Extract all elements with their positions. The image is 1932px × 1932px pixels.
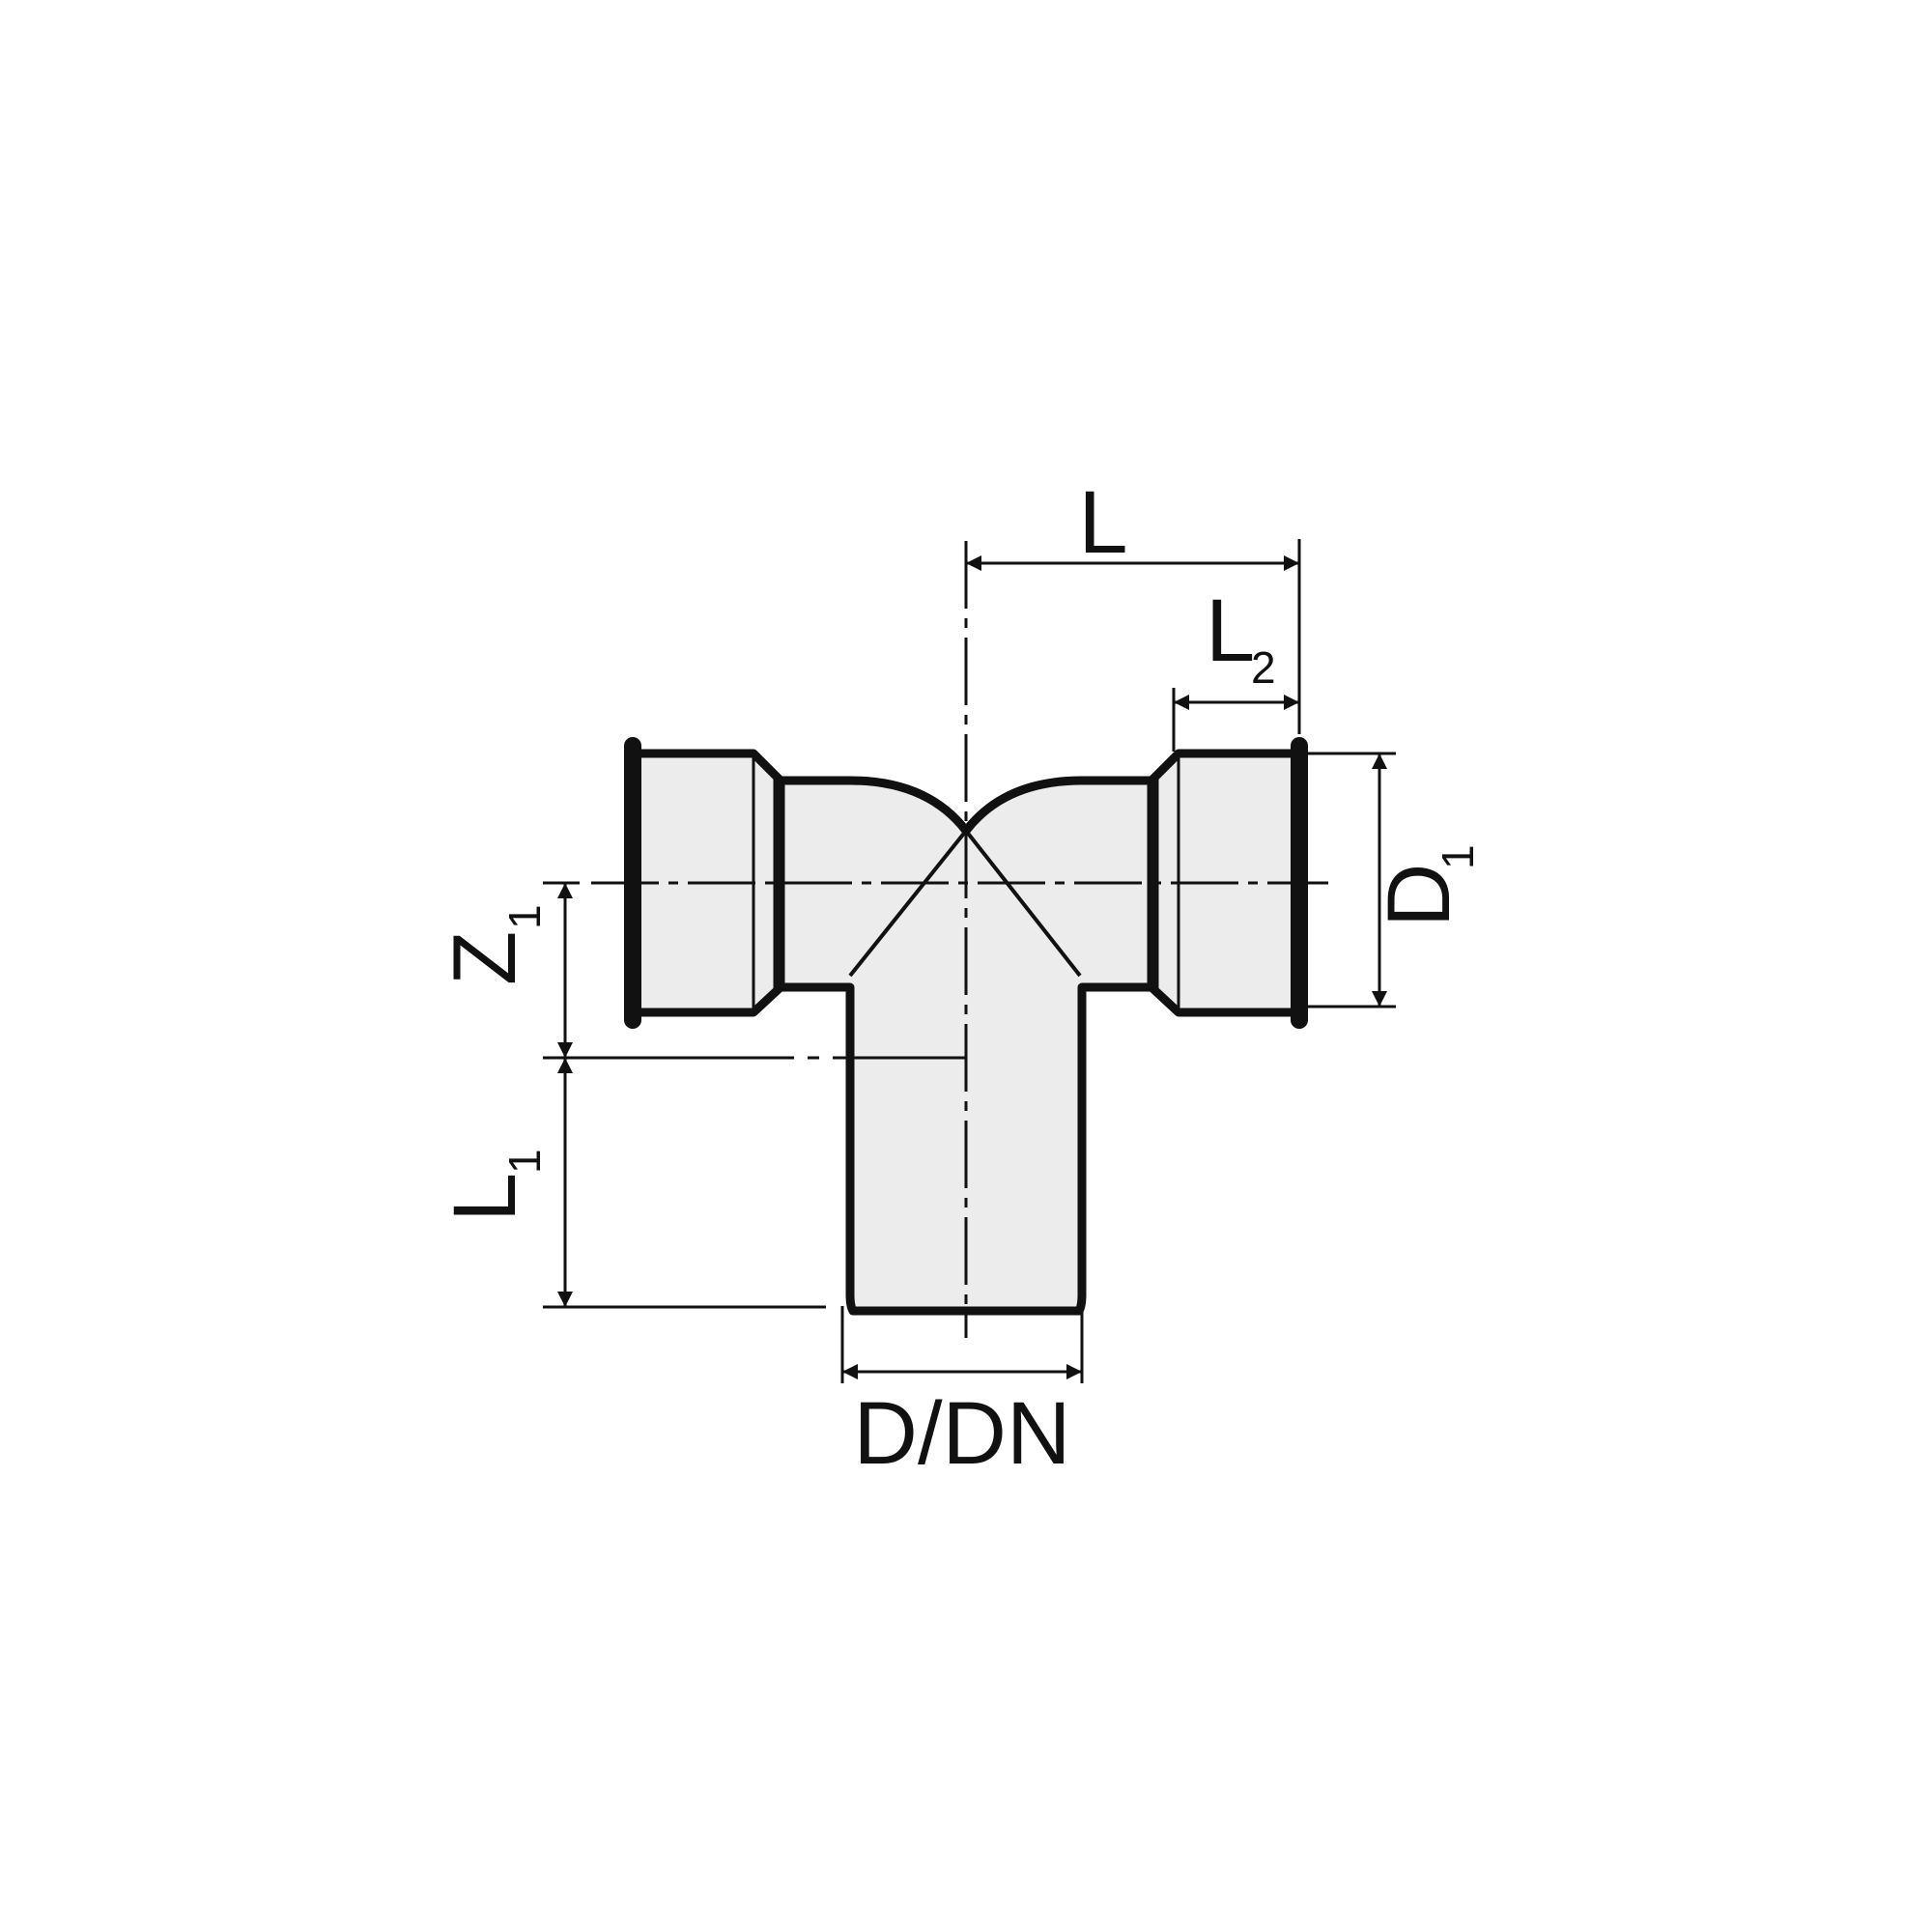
label-L2-sub: 2 <box>1251 642 1276 693</box>
label-D1-sub: 1 <box>1433 844 1483 869</box>
seam-right <box>964 829 1082 978</box>
label-L1: L 1 <box>436 1149 550 1222</box>
label-Z1-main: Z <box>436 931 534 985</box>
seam-left <box>848 829 968 978</box>
label-Z1-sub: 1 <box>499 904 550 929</box>
label-D1: D 1 <box>1370 844 1483 927</box>
label-D-DN: D/DN <box>854 1384 1071 1483</box>
dimension-labels: L L 2 D 1 Z 1 L 1 D/DN <box>436 473 1483 1483</box>
label-L: L <box>1078 473 1127 572</box>
centerlines <box>543 541 1328 1338</box>
label-Z1: Z 1 <box>436 904 550 985</box>
label-L2-main: L <box>1206 582 1255 680</box>
label-L1-sub: 1 <box>499 1149 550 1174</box>
label-L1-main: L <box>436 1173 534 1222</box>
dimensions <box>543 539 1396 1383</box>
label-D1-main: D <box>1370 864 1468 927</box>
